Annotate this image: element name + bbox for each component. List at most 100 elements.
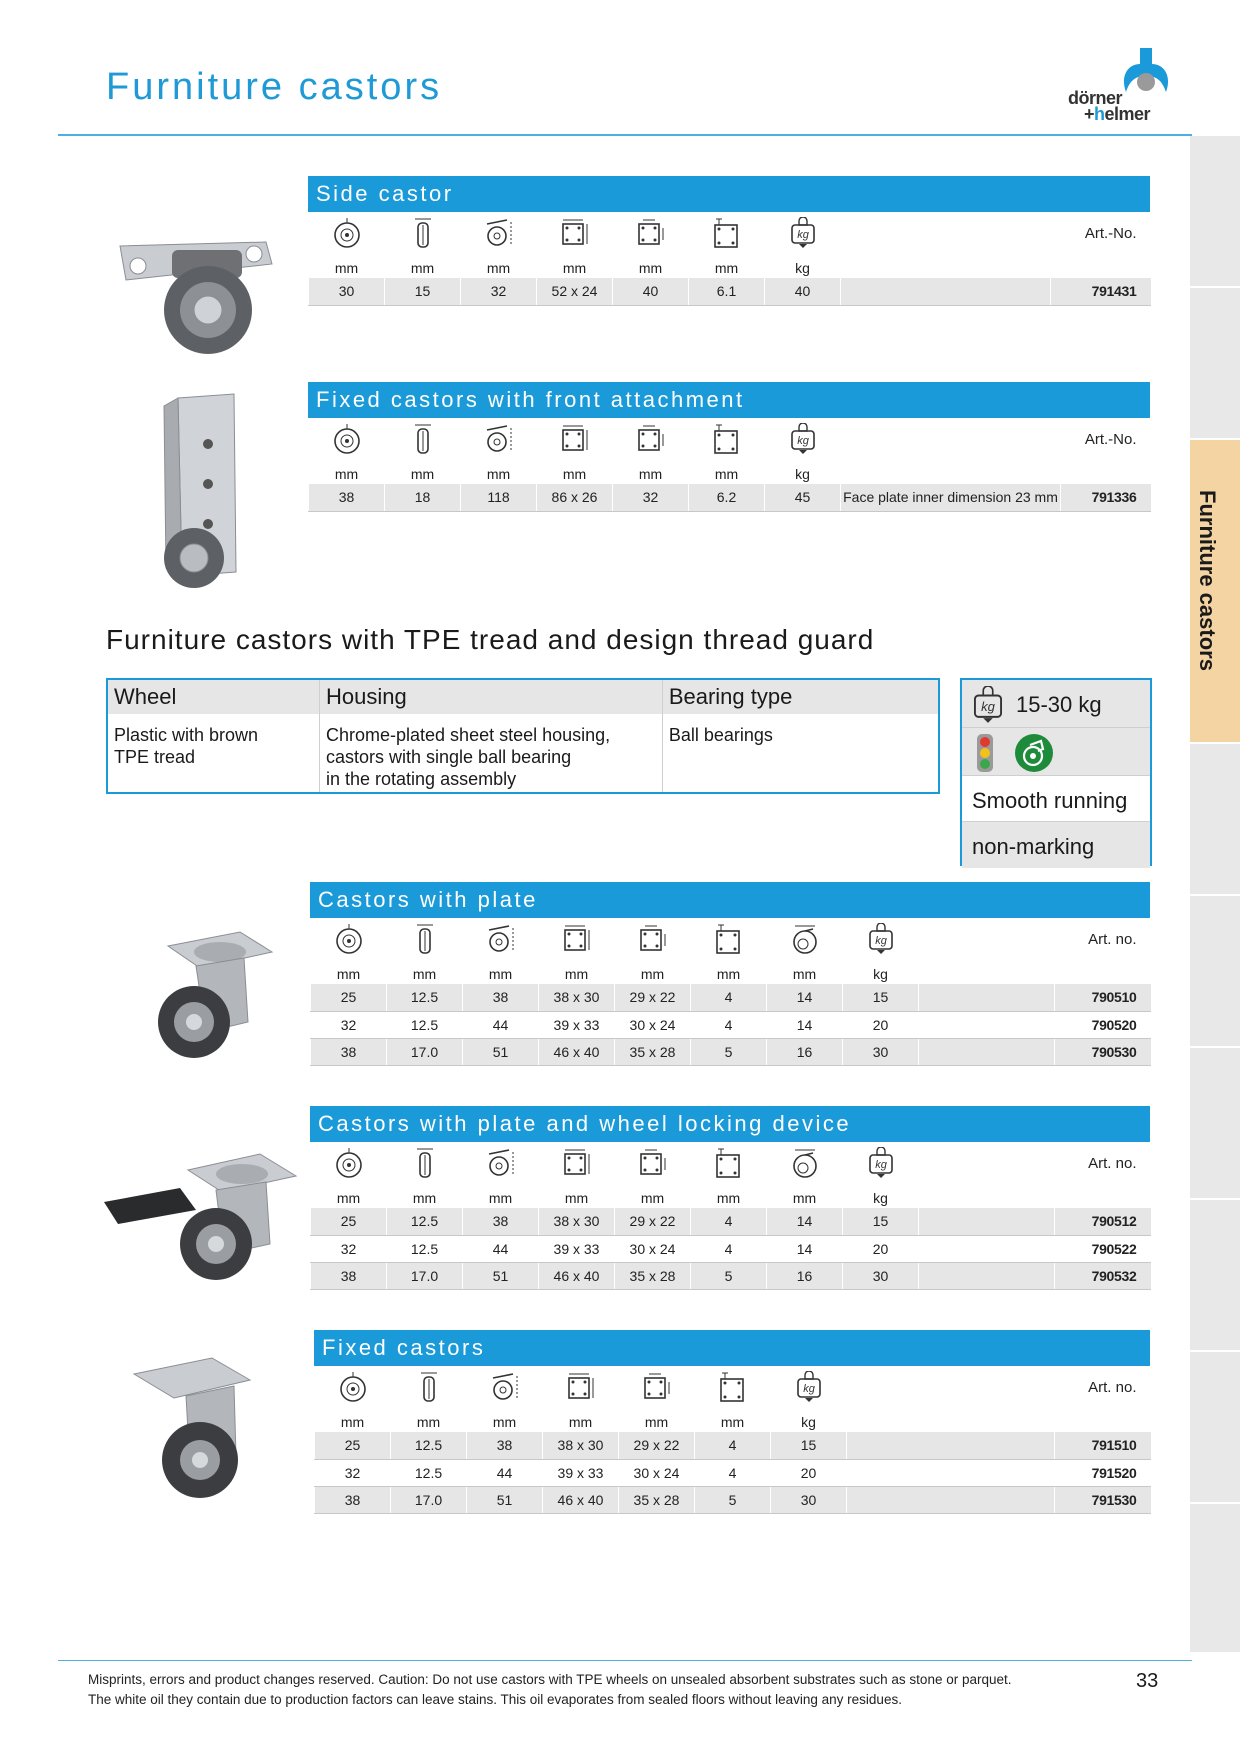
castors-with-plate-block: Castors with plate kg Art. no. mm mm mm …	[310, 882, 1151, 1066]
table-cell: 18	[384, 484, 461, 512]
brand-logo: dörner +helmer	[1068, 46, 1180, 126]
bolt-hole-diameter-icon	[715, 1148, 740, 1178]
table-cell: 12.5	[390, 1459, 467, 1487]
unit-cell: mm	[716, 1190, 741, 1206]
unit-cell: mm	[792, 966, 817, 982]
unit-cell: mm	[714, 466, 739, 482]
unit-row: mm mm mm mm mm mm mm kg	[311, 1184, 1151, 1208]
table-cell: 32	[314, 1459, 391, 1487]
side-tab[interactable]	[1190, 136, 1240, 288]
table-cell: 32	[310, 1235, 387, 1263]
table-row: 38 17.0 51 46 x 40 35 x 28 5 30 791530	[314, 1486, 1151, 1514]
svg-text:kg: kg	[875, 1159, 888, 1171]
article-number: 791510	[1054, 1432, 1151, 1460]
spec-table: kg Art. no. mm mm mm mm mm mm kg 25 12.5…	[314, 1366, 1151, 1514]
footer-disclaimer: Misprints, errors and product changes re…	[88, 1670, 1048, 1710]
load-capacity-icon: kg	[790, 217, 815, 248]
table-cell: 17.0	[386, 1038, 463, 1066]
overall-height-icon	[488, 925, 513, 952]
icon-cell	[539, 918, 615, 960]
icon-cell	[463, 918, 539, 960]
icon-cell	[543, 1366, 619, 1408]
svg-text:kg: kg	[981, 699, 996, 714]
table-cell: 15	[770, 1432, 847, 1460]
table-cell: 5	[694, 1486, 771, 1514]
plate-size-icon	[563, 1149, 589, 1175]
table-cell: 20	[842, 1011, 919, 1039]
table-cell: 38	[310, 1262, 387, 1290]
bolt-hole-spacing-icon	[637, 425, 663, 451]
spec-header: Bearing type	[662, 679, 940, 714]
material-spec-table: Wheel Housing Bearing type Plastic with …	[106, 678, 940, 794]
table-cell: 35 x 28	[614, 1038, 691, 1066]
block-title: Fixed castors with front attachment	[308, 382, 1150, 418]
art-no-label: Art. no.	[1088, 1378, 1137, 1396]
table-cell: 39 x 33	[542, 1459, 619, 1487]
side-tab[interactable]	[1190, 1200, 1240, 1352]
side-castor-block: Side castor kg Art.-No. mm mm mm mm mm m…	[308, 176, 1151, 306]
logo-text-line2: +helmer	[1084, 104, 1151, 124]
table-cell: 5	[690, 1262, 767, 1290]
table-cell: 30	[308, 278, 385, 306]
article-number: 791431	[1050, 278, 1151, 306]
castors-with-lock-block: Castors with plate and wheel locking dev…	[310, 1106, 1151, 1290]
plate-size-icon	[563, 925, 589, 951]
side-tab[interactable]	[1190, 1352, 1240, 1504]
table-cell: 4	[694, 1459, 771, 1487]
table-cell: 15	[842, 984, 919, 1012]
unit-cell: mm	[334, 466, 359, 482]
footer-line: Misprints, errors and product changes re…	[88, 1672, 1012, 1687]
table-cell: 45	[764, 484, 841, 512]
icon-cell	[689, 418, 765, 460]
icon-row: kg Art.-No.	[309, 418, 1151, 460]
icon-cell	[695, 1366, 771, 1408]
table-cell: 38 x 30	[538, 1208, 615, 1236]
note-cell: Face plate inner dimension 23 mm	[840, 484, 1061, 512]
unit-cell: mm	[334, 260, 359, 276]
plate-size-icon	[567, 1373, 593, 1399]
fixed-castor-image	[132, 1357, 252, 1498]
overall-height-icon	[486, 425, 511, 452]
side-tab[interactable]	[1190, 896, 1240, 1048]
footer-line: The white oil they contain due to produc…	[88, 1692, 902, 1707]
overall-height-icon	[488, 1149, 513, 1176]
table-cell: 32	[460, 278, 537, 306]
table-cell: 118	[460, 484, 537, 512]
table-cell: 20	[842, 1235, 919, 1263]
bolt-hole-spacing-icon	[639, 925, 665, 951]
icon-cell	[691, 918, 767, 960]
side-tab[interactable]	[1190, 744, 1240, 896]
table-cell: 40	[612, 278, 689, 306]
table-cell: 44	[466, 1459, 543, 1487]
unit-cell: mm	[340, 1414, 365, 1430]
icon-cell	[461, 418, 537, 460]
table-cell: 44	[462, 1235, 539, 1263]
table-row: 25 12.5 38 38 x 30 29 x 22 4 15 791510	[314, 1432, 1151, 1460]
table-cell: 29 x 22	[614, 984, 691, 1012]
load-capacity-icon: kg	[868, 1147, 893, 1178]
side-tab[interactable]	[1190, 288, 1240, 440]
bolt-hole-diameter-icon	[715, 924, 740, 954]
side-tab-furniture-castors[interactable]: Furniture castors	[1190, 440, 1240, 744]
unit-cell: mm	[412, 966, 437, 982]
table-cell: 5	[690, 1038, 767, 1066]
castor-with-lock-image	[104, 1153, 298, 1280]
block-title: Side castor	[308, 176, 1150, 212]
icon-cell	[767, 1142, 843, 1184]
unit-cell: mm	[492, 1414, 517, 1430]
unit-cell: mm	[488, 966, 513, 982]
icon-cell: kg	[771, 1366, 847, 1408]
unit-cell: mm	[644, 1414, 669, 1430]
note-cell	[840, 278, 1051, 306]
traffic-light-icon	[977, 734, 993, 772]
unit-cell: mm	[640, 966, 665, 982]
table-cell: 29 x 22	[618, 1432, 695, 1460]
icon-cell	[387, 918, 463, 960]
icon-cell	[613, 212, 689, 254]
side-tab[interactable]	[1190, 1048, 1240, 1200]
side-tab[interactable]	[1190, 1504, 1240, 1654]
table-cell: 17.0	[390, 1486, 467, 1514]
table-cell: 30	[842, 1262, 919, 1290]
article-number: 790532	[1054, 1262, 1151, 1290]
wheel-diameter-icon	[335, 1148, 362, 1178]
